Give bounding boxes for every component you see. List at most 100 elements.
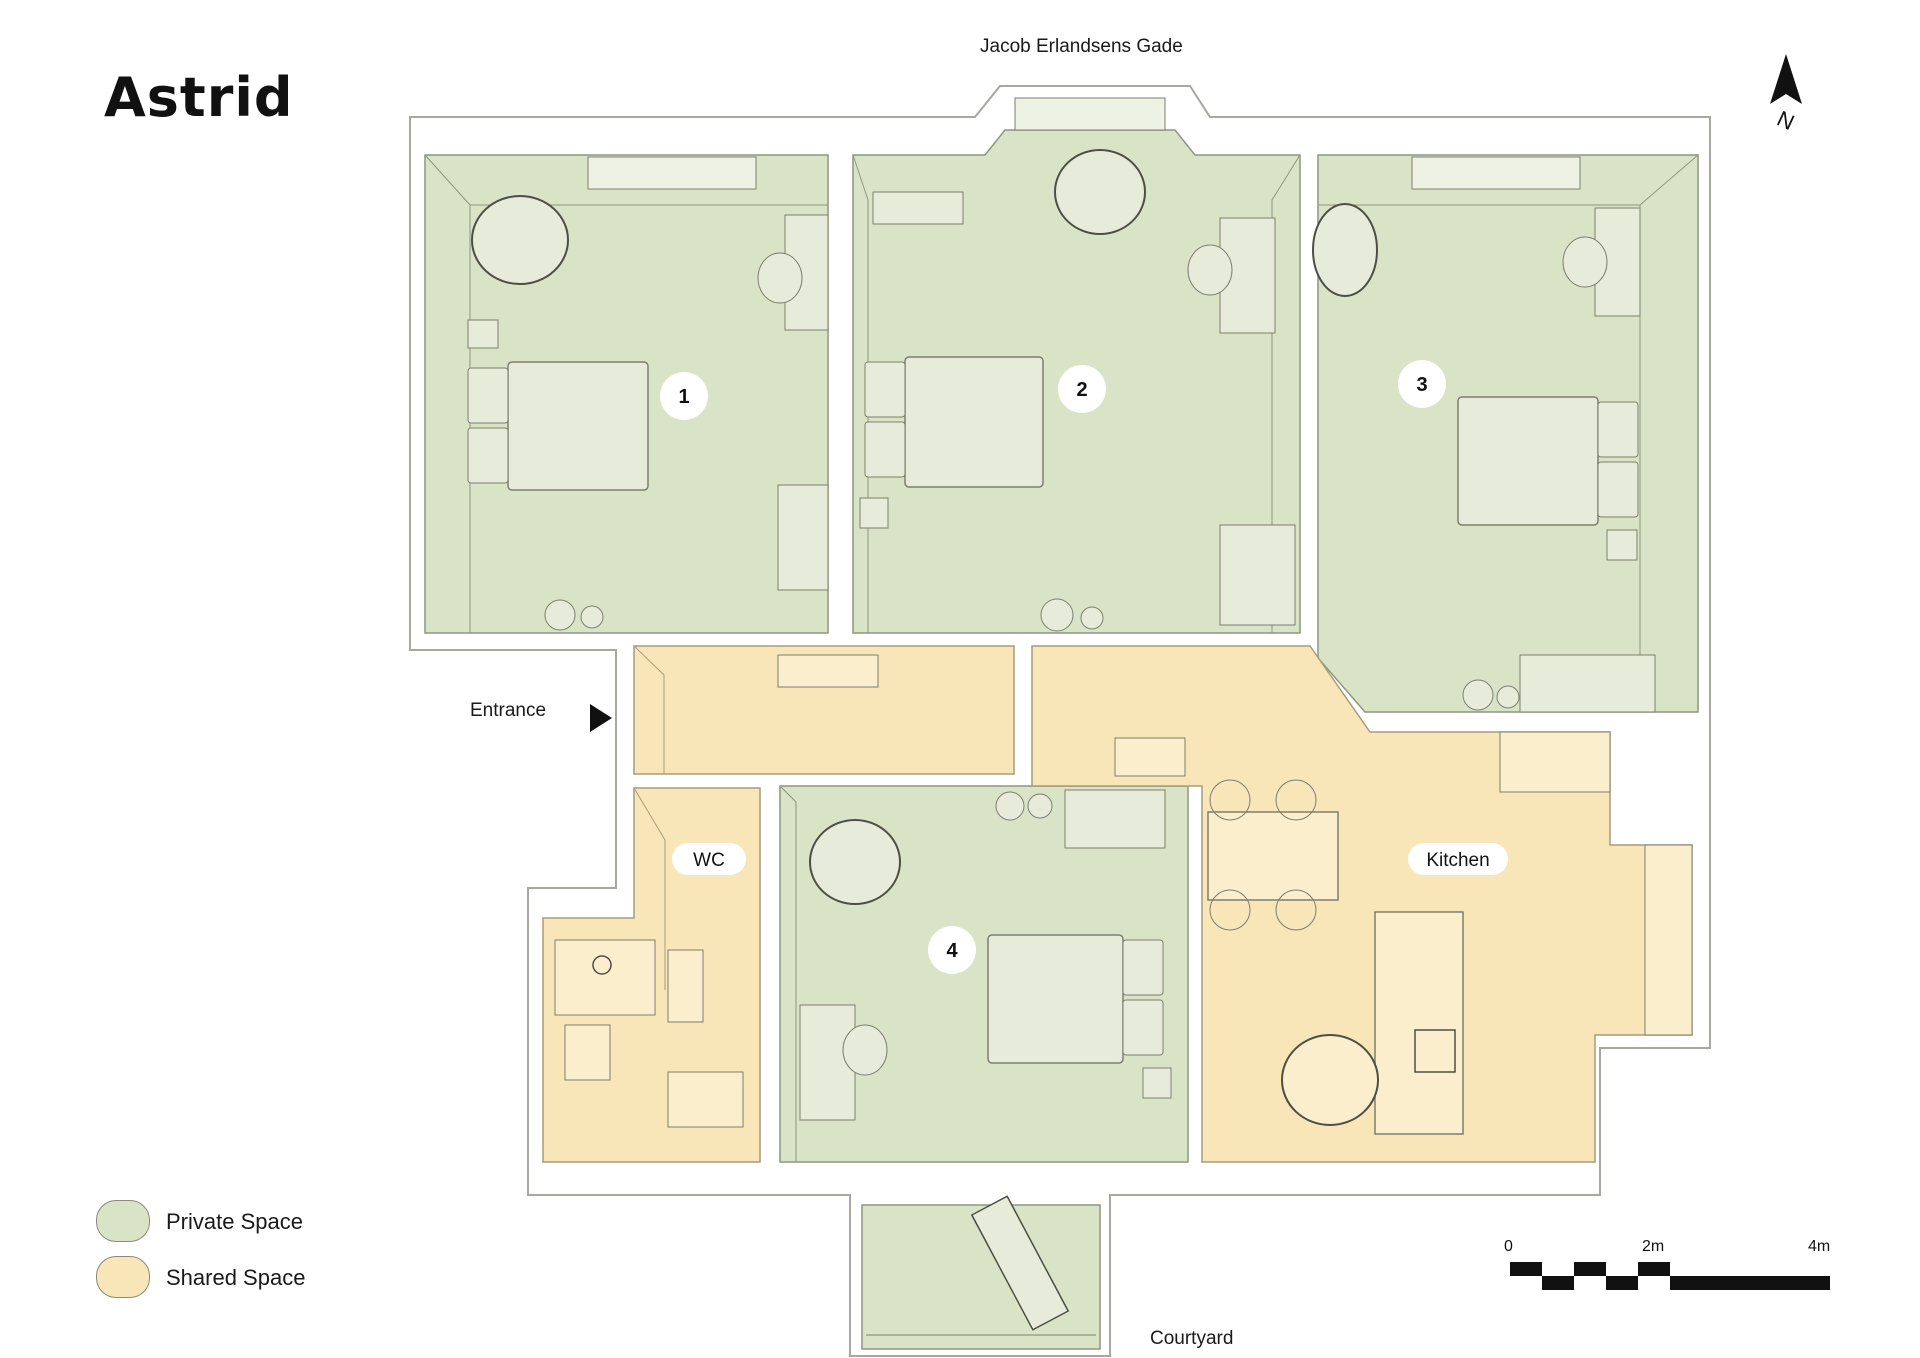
room-1-plant-a [544,599,576,631]
room-4-plant-b [1027,793,1053,819]
room-1-armchair [471,195,569,285]
room-2-desk-chair [1187,244,1233,296]
north-arrow-letter: N [1773,106,1798,135]
room-2-label: 2 [1076,379,1087,401]
room-3 [1312,154,1699,713]
room-3-plant-b [1496,685,1520,709]
room-3-label: 3 [1416,374,1427,396]
entrance-hall-bench [777,654,879,688]
room-2 [852,97,1301,634]
scale-seg-4 [1606,1276,1638,1290]
street-label: Jacob Erlandsens Gade [980,36,1183,57]
room-1-window [587,156,757,190]
room-1-nightstand [467,319,499,349]
scale-seg-2 [1542,1276,1574,1290]
legend-swatch-private [96,1200,150,1242]
room-2-badge [1058,365,1106,413]
room-4-pillow-b [1122,999,1164,1056]
entrance-hall-wall-shadow [633,645,665,774]
kitchen-chair-b [1275,779,1317,821]
room-4-wall-shadow [779,785,797,1162]
room-3-armchair [1312,203,1378,297]
wc-label: WC [693,850,725,871]
wc-shower-tray [564,1024,611,1081]
room-2-bay-window [1014,97,1166,131]
room-4-nightstand [1142,1067,1172,1099]
kitchen-chair-c [1209,889,1251,931]
room-3-badge [1398,360,1446,408]
room-3-pillow-b [1597,461,1639,518]
legend-swatch-shared [96,1256,150,1298]
wc-badge [672,843,746,875]
wc-sink [554,939,656,1016]
kitchen-island-sink [1414,1029,1456,1073]
room-2-pillow-a [864,361,906,418]
north-arrow-icon: N [1770,54,1802,135]
room-1-plant-b [580,605,604,629]
room-1-desk-chair [757,252,803,304]
courtyard-stair [970,1195,1070,1331]
room-3-pillow-a [1597,401,1639,458]
room-2-plant-b [1080,606,1104,630]
room-4-label: 4 [946,940,958,962]
scale-label-4m: 4m [1808,1238,1831,1255]
room-2-plant-a [1040,598,1074,632]
room-1-bed [507,361,649,491]
kitchen-badge [1408,843,1508,875]
wc-toilet [667,1071,744,1128]
entrance-label: Entrance [470,700,547,721]
room-4-desk-chair [842,1024,888,1076]
wc-sink-basin [592,955,612,975]
room-1-dresser [777,484,829,591]
room-2-armchair [1054,149,1146,235]
room-3-dresser [1519,654,1656,713]
courtyard-terrace [861,1195,1101,1350]
scale-seg-3 [1574,1262,1606,1276]
room-4-plant-a [995,791,1025,821]
kitchen-label: Kitchen [1426,850,1489,871]
kitchen-dining-table [1207,811,1339,901]
room-3-plant-a [1462,679,1494,711]
scale-label-0: 0 [1504,1238,1513,1255]
room-2-wall-shadow-right [1271,154,1301,633]
room-2-pillow-b [864,421,906,478]
kitchen-chair-a [1209,779,1251,821]
scale-seg-5 [1638,1262,1670,1276]
scale-seg-1 [1510,1262,1542,1276]
scale-label-2m: 2m [1642,1238,1665,1255]
wc [542,787,761,1163]
entrance-hall [633,645,1015,775]
room-4-pillow-a [1122,939,1164,996]
room-4-badge [928,926,976,974]
wc-wall-shadow [633,787,666,990]
room-4 [779,785,1189,1163]
kitchen-counter-corner [1499,731,1611,793]
scale-bar [1510,1262,1830,1290]
legend-label-shared: Shared Space [166,1265,306,1290]
room-2-bed [904,356,1044,488]
kitchen-counter-right [1644,844,1693,1036]
room-4-armchair [809,819,901,905]
room-1-label: 1 [678,386,689,408]
page-title: Astrid [104,66,294,129]
room-2-bench [872,191,964,225]
entrance-arrow-icon [590,704,612,732]
wc-vanity [667,949,704,1023]
kitchen-armchair [1281,1034,1379,1126]
room-1-pillow-b [467,427,509,484]
room-4-dresser [1064,789,1166,849]
room-3-nightstand [1606,529,1638,561]
kitchen-cabinet [1114,737,1186,777]
room-labels: 1 2 3 4 WC Kitchen [660,360,1508,974]
room-2-dresser [1219,524,1296,626]
kitchen [1031,645,1693,1163]
room-1-pillow-a [467,367,509,424]
kitchen-island [1374,911,1464,1135]
legend-label-private: Private Space [166,1209,303,1234]
room-4-bed [987,934,1124,1064]
courtyard-label: Courtyard [1150,1328,1234,1349]
room-1 [424,154,829,634]
kitchen-chair-d [1275,889,1317,931]
room-3-bed [1457,396,1599,526]
